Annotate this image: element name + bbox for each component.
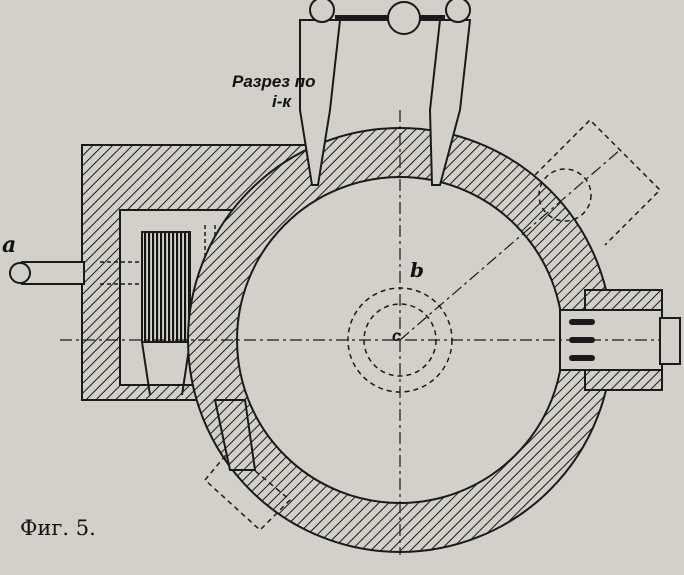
- manifold: [387, 1, 421, 35]
- burner-right: [428, 19, 472, 186]
- section-label-line1: Разрез по: [232, 72, 316, 91]
- pipe-a: [21, 261, 85, 285]
- point-c-label: c: [392, 328, 401, 345]
- point-b-label: b: [410, 258, 424, 282]
- figure-caption: Фиг. 5.: [20, 516, 96, 540]
- section-label-line2: i-к: [272, 92, 292, 111]
- grate: [141, 231, 191, 343]
- point-a-label: a: [2, 232, 17, 258]
- right-door: [659, 317, 681, 365]
- valve-a: [9, 262, 31, 284]
